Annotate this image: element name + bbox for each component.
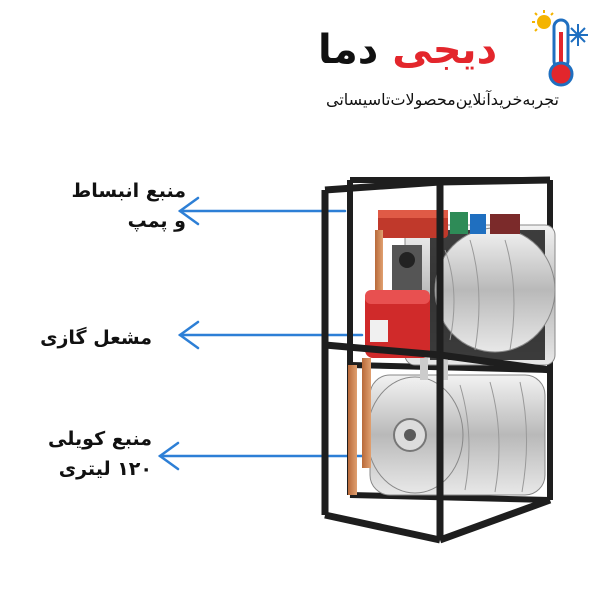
label-gas-burner: مشعل گازی — [40, 323, 152, 353]
label-expansion-tank: منبع انبساط و پمپ — [72, 176, 186, 236]
boiler-package-illustration — [321, 176, 556, 544]
label-gas-burner-text: مشعل گازی — [40, 327, 152, 349]
label-expansion-tank-line1: منبع انبساط — [71, 180, 186, 202]
label-coil-tank-line2: ۱۲۰ لیتری — [58, 458, 152, 480]
brand-word-2: دما — [318, 27, 379, 73]
arrow-coil-tank — [157, 441, 367, 471]
logo: دیجی دما تجربه‌خریدآنلاین‌محصولات‌تاسیسا… — [300, 8, 590, 126]
label-coil-tank: منبع کویلی ۱۲۰ لیتری — [48, 424, 152, 484]
thermometer-sun-snowflake-icon — [532, 10, 588, 87]
gas-burner — [365, 245, 430, 358]
frame-front — [321, 176, 552, 544]
label-coil-tank-line1: منبع کویلی — [48, 428, 152, 450]
expansion-tank-and-pump — [378, 210, 520, 238]
brand-name: دیجی دما — [318, 26, 497, 74]
tagline: تجربه‌خریدآنلاین‌محصولات‌تاسیساتی — [325, 90, 559, 109]
lower-coil-tank — [366, 374, 546, 496]
brand-word-1: دیجی — [392, 27, 498, 73]
label-expansion-tank-line2: و پمپ — [127, 210, 186, 232]
arrow-expansion-tank — [177, 196, 347, 226]
arrow-gas-burner — [177, 320, 364, 350]
